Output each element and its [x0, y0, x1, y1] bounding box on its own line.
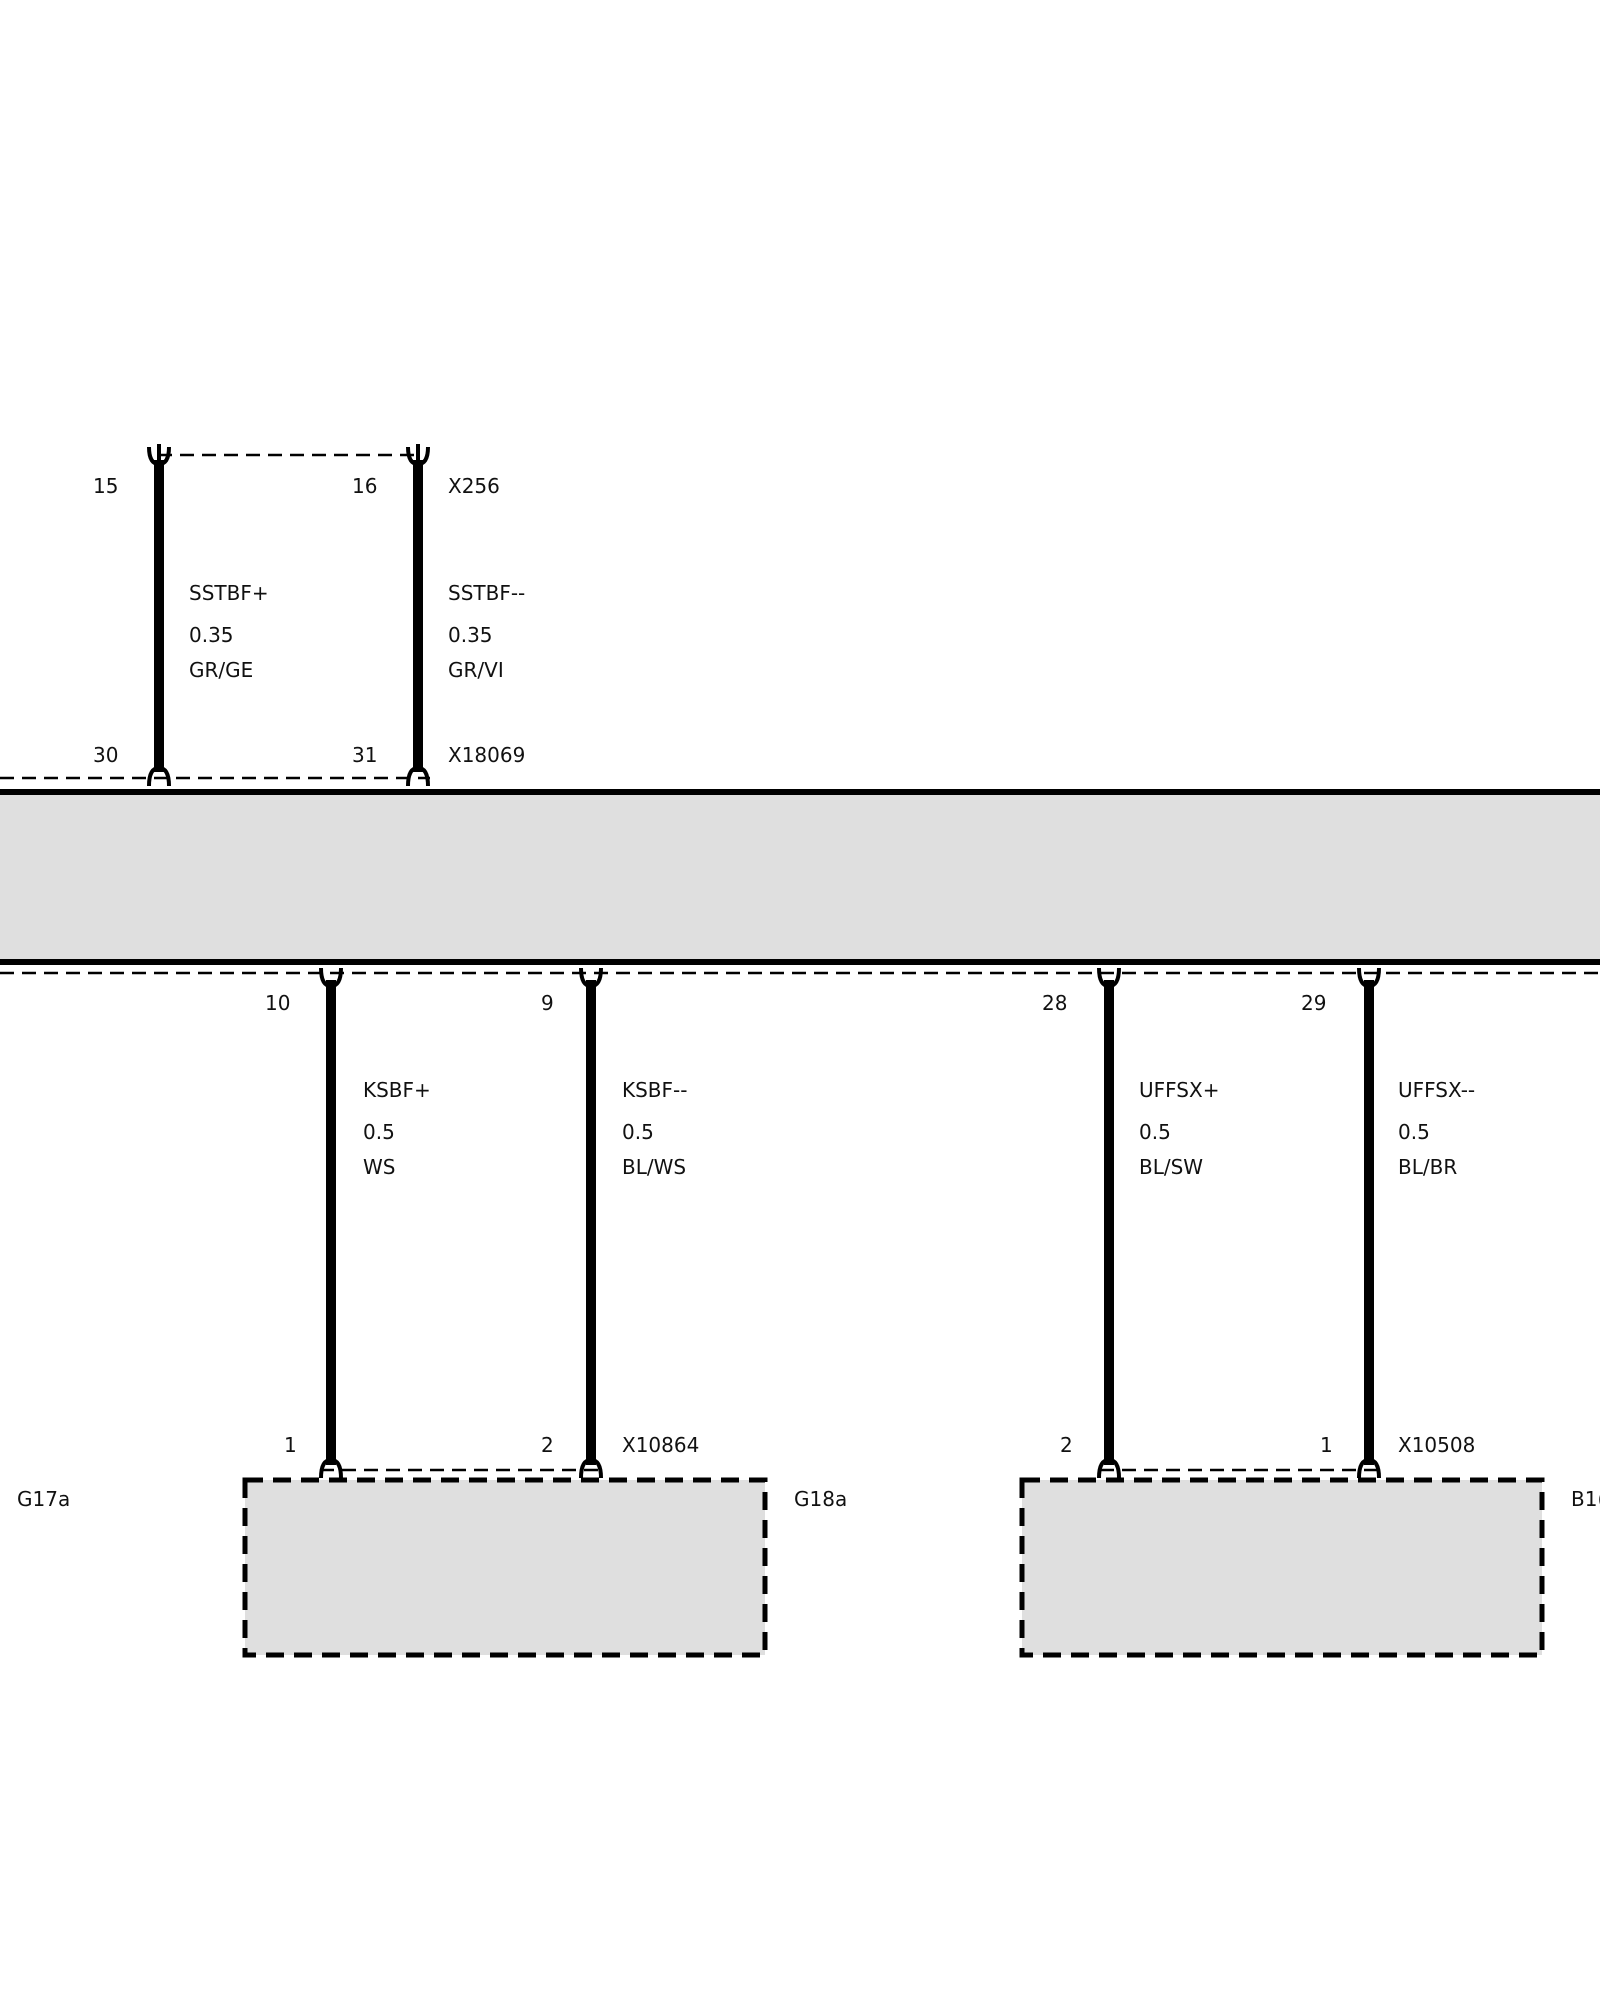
- wire-signal-sstbf-plus: SSTBF+: [189, 581, 269, 605]
- wire-size-sstbf-plus: 0.35: [189, 623, 234, 647]
- wire-color-ksbf-minus: BL/WS: [622, 1155, 686, 1179]
- control-module-body: [0, 792, 1600, 962]
- wire-signal-sstbf-minus: SSTBF--: [448, 581, 525, 605]
- component-label-g17a: G17a: [17, 1487, 70, 1511]
- pin-terminal-x10864-1: [319, 1457, 343, 1479]
- connector-label-x256: X256: [448, 474, 500, 498]
- pin-terminal-30: [147, 765, 171, 787]
- pin-terminal-29: [1357, 967, 1381, 989]
- connector-label-x18069: X18069: [448, 743, 525, 767]
- pin-label-31: 31: [352, 743, 377, 767]
- wire-signal-uffsx-minus: UFFSX--: [1398, 1078, 1475, 1102]
- pin-label-x10864-2: 2: [541, 1433, 554, 1457]
- component-label-b1: B1(: [1571, 1487, 1600, 1511]
- pin-terminal-x10864-2: [579, 1457, 603, 1479]
- component-label-g18a: G18a: [794, 1487, 847, 1511]
- pin-terminal-31: [406, 765, 430, 787]
- pin-terminal-x10508-2: [1097, 1457, 1121, 1479]
- wire-size-uffsx-plus: 0.5: [1139, 1120, 1171, 1144]
- pin-label-x10508-2: 2: [1060, 1433, 1073, 1457]
- component-g18a-box: [242, 1477, 768, 1658]
- pin-terminal-x10508-1: [1357, 1457, 1381, 1479]
- pin-label-30: 30: [93, 743, 118, 767]
- pin-terminal-10: [319, 967, 343, 989]
- wire-color-uffsx-plus: BL/SW: [1139, 1155, 1203, 1179]
- pin-label-29: 29: [1301, 991, 1326, 1015]
- pin-terminal-28: [1097, 967, 1121, 989]
- pin-label-x10508-1: 1: [1320, 1433, 1333, 1457]
- pin-label-9: 9: [541, 991, 554, 1015]
- connector-label-x10864: X10864: [622, 1433, 699, 1457]
- wire-signal-ksbf-plus: KSBF+: [363, 1078, 431, 1102]
- wire-color-ksbf-plus: WS: [363, 1155, 395, 1179]
- wire-signal-uffsx-plus: UFFSX+: [1139, 1078, 1219, 1102]
- wire-size-uffsx-minus: 0.5: [1398, 1120, 1430, 1144]
- pin-label-10: 10: [265, 991, 290, 1015]
- wire-size-ksbf-plus: 0.5: [363, 1120, 395, 1144]
- connector-label-x10508: X10508: [1398, 1433, 1475, 1457]
- wire-size-sstbf-minus: 0.35: [448, 623, 493, 647]
- pin-terminal-9: [579, 967, 603, 989]
- wire-size-ksbf-minus: 0.5: [622, 1120, 654, 1144]
- wire-color-sstbf-plus: GR/GE: [189, 658, 253, 682]
- pin-label-16: 16: [352, 474, 377, 498]
- wire-signal-ksbf-minus: KSBF--: [622, 1078, 687, 1102]
- pin-label-x10864-1: 1: [284, 1433, 297, 1457]
- pin-label-15: 15: [93, 474, 118, 498]
- pin-label-28: 28: [1042, 991, 1067, 1015]
- wire-color-uffsx-minus: BL/BR: [1398, 1155, 1457, 1179]
- wire-color-sstbf-minus: GR/VI: [448, 658, 504, 682]
- component-b1-box: [1019, 1477, 1545, 1658]
